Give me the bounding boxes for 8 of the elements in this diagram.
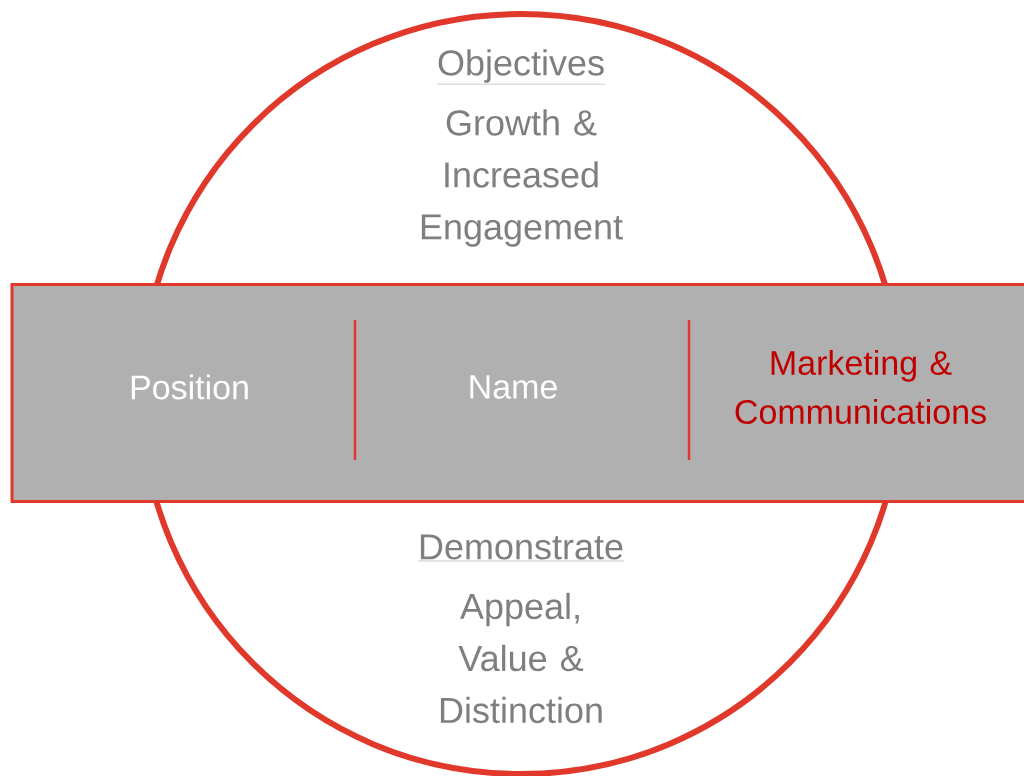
cell-label: Position bbox=[131, 374, 248, 400]
cell-label: Name bbox=[470, 375, 557, 399]
heading: Demonstrate bbox=[417, 534, 625, 562]
heading: Objectives bbox=[436, 49, 606, 85]
body-text: Growth & Increased Engagement bbox=[421, 109, 623, 247]
cell-label: Marketing & Communications bbox=[735, 350, 986, 424]
body-text: Appeal, Value & Distinction bbox=[440, 592, 602, 724]
band bbox=[10, 283, 1024, 503]
